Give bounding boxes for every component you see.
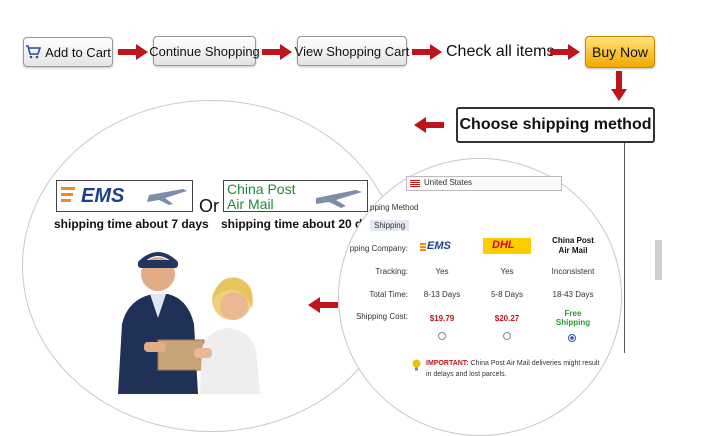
ems-small-stripes-icon xyxy=(420,243,426,251)
china-post-shipping-time: shipping time about 20 days xyxy=(221,217,383,231)
arrow-down-icon xyxy=(611,71,627,101)
ems-logo-text: EMS xyxy=(81,185,125,207)
china-post-line1: China Post xyxy=(227,181,296,197)
time-china-post: 18-43 Days xyxy=(552,290,594,299)
us-flag-icon xyxy=(410,180,420,187)
cost-dhl: $20.27 xyxy=(494,314,520,323)
shipping-tab[interactable]: Shipping xyxy=(370,220,410,231)
arrow-right-icon xyxy=(262,44,292,60)
continue-shopping-label: Continue Shopping xyxy=(149,43,260,59)
ems-logo xyxy=(61,187,187,205)
connector-line xyxy=(624,143,625,353)
dhl-logo: DHL xyxy=(483,238,531,254)
buy-now-button[interactable]: Buy Now xyxy=(585,36,655,68)
important-note: IMPORTANT: China Post Air Mail deliverie… xyxy=(426,360,599,367)
tracking-label: Tracking: xyxy=(375,267,408,276)
time-dhl: 5-8 Days xyxy=(490,290,523,299)
total-time-label: Total Time: xyxy=(369,290,408,299)
buy-now-label: Buy Now xyxy=(591,44,649,60)
cost-china-post-line1: Free xyxy=(564,309,582,318)
add-to-cart-label: Add to Cart xyxy=(45,44,111,60)
china-post-column-line1: China Post xyxy=(552,236,594,245)
airplane-icon xyxy=(316,190,362,208)
ems-logo-box: EMS xyxy=(56,180,193,212)
lightbulb-icon xyxy=(412,359,421,371)
ems-small-logo: EMS xyxy=(420,240,464,254)
time-ems: 8-13 Days xyxy=(423,290,461,299)
cost-ems: $19.79 xyxy=(429,314,455,323)
scrollbar-thumb[interactable] xyxy=(655,240,662,280)
dhl-radio[interactable] xyxy=(503,332,511,340)
arrow-left-icon xyxy=(414,117,444,133)
dhl-logo-text: DHL xyxy=(492,239,515,251)
important-note-line2: in delays and lost parcels. xyxy=(426,371,507,378)
continue-shopping-button[interactable]: Continue Shopping xyxy=(149,36,260,66)
china-post-radio[interactable] xyxy=(568,334,576,342)
china-post-column-line2: Air Mail xyxy=(558,246,588,255)
country-select[interactable]: United States xyxy=(406,176,562,191)
important-label: IMPORTANT: xyxy=(426,360,469,367)
add-to-cart-button[interactable]: Add to Cart xyxy=(23,37,113,67)
important-text: China Post Air Mail deliveries might res… xyxy=(470,360,600,367)
check-all-items-text: Check all items xyxy=(446,43,555,60)
china-post-line2: Air Mail xyxy=(227,196,274,212)
arrow-right-icon xyxy=(412,44,442,60)
cost-china-post-line2: Shipping xyxy=(555,318,591,327)
arrow-left-icon xyxy=(308,297,338,313)
ems-radio[interactable] xyxy=(438,332,446,340)
choose-shipping-method-label: Choose shipping method xyxy=(459,116,652,133)
shipping-method-header: pping Method xyxy=(370,203,419,212)
shipping-company-label: pping Company: xyxy=(349,244,408,253)
arrow-right-icon xyxy=(118,44,148,60)
china-post-logo-box: China Post Air Mail xyxy=(223,180,368,212)
tracking-ems: Yes xyxy=(435,267,449,276)
tracking-china-post: Inconsistent xyxy=(551,267,595,276)
tracking-dhl: Yes xyxy=(500,267,514,276)
arrow-right-icon xyxy=(550,44,580,60)
shipping-table-circle xyxy=(338,158,622,436)
ems-small-logo-text: EMS xyxy=(427,240,451,252)
delivery-people-illustration xyxy=(118,252,260,394)
choose-shipping-method-box: Choose shipping method xyxy=(456,107,655,143)
shipping-cost-label: Shipping Cost: xyxy=(355,312,408,321)
view-shopping-cart-button[interactable]: View Shopping Cart xyxy=(294,36,410,66)
view-shopping-cart-label: View Shopping Cart xyxy=(294,43,410,59)
country-value: United States xyxy=(424,178,473,187)
ems-shipping-time: shipping time about 7 days xyxy=(54,217,209,231)
or-text: Or xyxy=(199,196,219,216)
cart-icon xyxy=(26,45,42,59)
